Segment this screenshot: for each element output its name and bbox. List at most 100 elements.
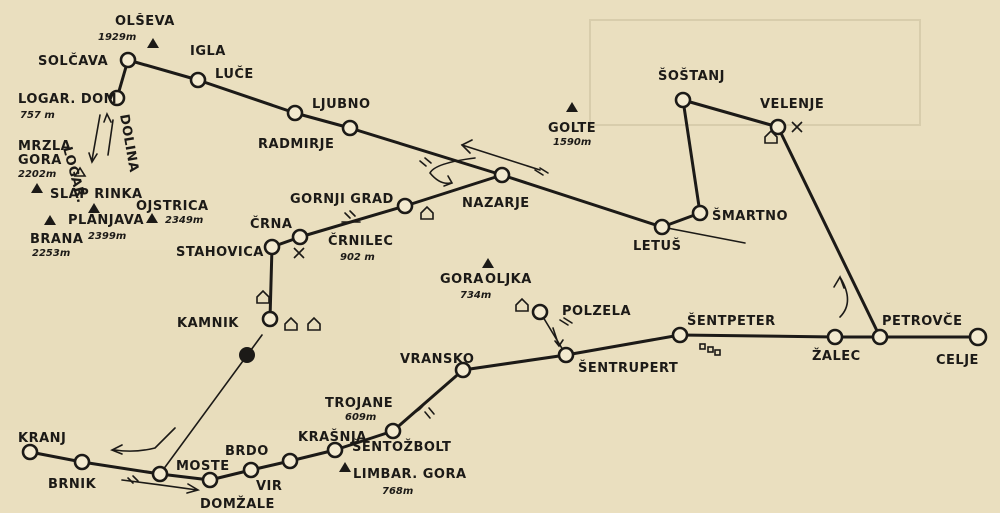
label-trojane-alt: 609m (345, 412, 376, 423)
peak-icon (31, 183, 43, 193)
station-sentozbolt[interactable] (384, 422, 402, 440)
route-polzela (539, 311, 567, 356)
house-icon (420, 205, 434, 220)
station-vir[interactable] (242, 461, 260, 479)
label-moste: MOSTE (176, 459, 230, 474)
house-icon (307, 316, 321, 331)
peak-icon (566, 102, 578, 112)
label-krasnja: KRAŠNJA (298, 429, 367, 445)
peak-icon (88, 203, 100, 213)
label-mrzla: MRZLA (18, 139, 71, 154)
label-vransko: VRANSKO (400, 352, 474, 367)
label-nazarje: NAZARJE (462, 196, 530, 211)
label-domzale: DOMŽALE (200, 496, 275, 512)
station-krasnja[interactable] (326, 441, 344, 459)
station-solcava[interactable] (119, 51, 137, 69)
station-logar-dom[interactable] (108, 89, 126, 107)
label-crnilec: ČRNILEC (328, 233, 393, 249)
house-icon (284, 316, 298, 331)
station-smartno[interactable] (691, 204, 709, 222)
label-luce: LUČE (215, 66, 254, 82)
station-gornji-grad[interactable] (396, 197, 414, 215)
label-gornji-grad: GORNJI GRAD (290, 192, 394, 207)
label-limbar-gora: LIMBAR. GORA (353, 467, 467, 482)
label-kamnik: KAMNIK (177, 316, 239, 331)
mine-icon (293, 247, 305, 259)
station-nazarje[interactable] (493, 166, 511, 184)
label-vir: VIR (256, 479, 282, 494)
peak-icon (482, 258, 494, 268)
station-radmirje[interactable] (341, 119, 359, 137)
label-mrzla-alt: 2202m (18, 169, 56, 180)
label-slap-rinka: SLAP RINKA (50, 187, 143, 202)
peak-icon (339, 462, 351, 472)
station-zalec[interactable] (826, 328, 844, 346)
arrows (88, 112, 849, 494)
label-logar-dom-alt: 757 m (20, 110, 55, 121)
label-kranj: KRANJ (18, 431, 66, 446)
station-stahovica[interactable] (263, 238, 281, 256)
station-moste[interactable] (151, 465, 169, 483)
station-sostanj[interactable] (674, 91, 692, 109)
building-icon (699, 343, 706, 350)
label-igla: IGLA (190, 44, 226, 59)
label-radmirje: RADMIRJE (258, 137, 334, 152)
label-planjava-alt: 2399m (88, 231, 126, 242)
label-gora: GORA (18, 153, 62, 168)
label-logar-dolina-b: DOLINA (116, 113, 141, 174)
label-smartno: ŠMARTNO (712, 208, 788, 224)
station-velenje[interactable] (769, 118, 787, 136)
label-brana-alt: 2253m (32, 248, 70, 259)
label-planjava: PLANJAVA (68, 213, 144, 228)
station-domzale[interactable] (201, 471, 219, 489)
stations (21, 51, 988, 489)
waterfall-icon (73, 166, 87, 177)
building-icon (714, 349, 721, 356)
station-letus[interactable] (653, 218, 671, 236)
label-crna: ČRNA (250, 216, 293, 232)
label-ljubno: LJUBNO (312, 97, 371, 112)
station-brnik[interactable] (73, 453, 91, 471)
route-kamnik (268, 245, 274, 321)
marker-kamnik-dark (239, 347, 255, 363)
peaks (31, 38, 578, 472)
label-brnik: BRNIK (48, 477, 97, 492)
label-petrovce: PETROVČE (882, 313, 962, 329)
station-polzela[interactable] (531, 303, 549, 321)
peak-icon (146, 213, 158, 223)
label-brana: BRANA (30, 232, 83, 247)
label-zalec: ŽALEC (812, 348, 861, 364)
label-golte: GOLTE (548, 121, 596, 136)
label-ojstrica: OJSTRICA (136, 199, 209, 214)
station-vransko[interactable] (454, 361, 472, 379)
house-icon (764, 129, 778, 144)
label-sentozbolt: ŠENTOŽBOLT (352, 439, 451, 455)
label-stahovica: STAHOVICA (176, 245, 264, 260)
station-celje[interactable] (968, 327, 988, 347)
label-golte-alt: 1590m (553, 137, 591, 148)
label-sostanj: ŠOŠTANJ (658, 68, 725, 84)
label-sentpeter: ŠENTPETER (687, 313, 776, 329)
label-polzela: POLZELA (562, 304, 631, 319)
station-ljubno[interactable] (286, 104, 304, 122)
label-limbar-gora-alt: 768m (382, 486, 413, 497)
label-sentrupert: ŠENTRUPERT (578, 360, 678, 376)
station-kranj[interactable] (21, 443, 39, 461)
label-gora-oljka-alt: 734m (460, 290, 491, 301)
station-sentrupert[interactable] (557, 346, 575, 364)
route-main (28, 333, 980, 482)
station-brdo[interactable] (281, 452, 299, 470)
station-petrovce[interactable] (871, 328, 889, 346)
label-brdo: BRDO (225, 444, 269, 459)
house-icon (515, 297, 529, 312)
label-ojstrica-alt: 2349m (165, 215, 203, 226)
station-sentpeter[interactable] (671, 326, 689, 344)
station-luce[interactable] (189, 71, 207, 89)
label-olseva: OLŠEVA (115, 13, 175, 29)
station-crnilec[interactable] (291, 228, 309, 246)
label-letus: LETUŠ (633, 238, 681, 254)
station-kamnik[interactable] (261, 310, 279, 328)
peak-icon (44, 215, 56, 225)
